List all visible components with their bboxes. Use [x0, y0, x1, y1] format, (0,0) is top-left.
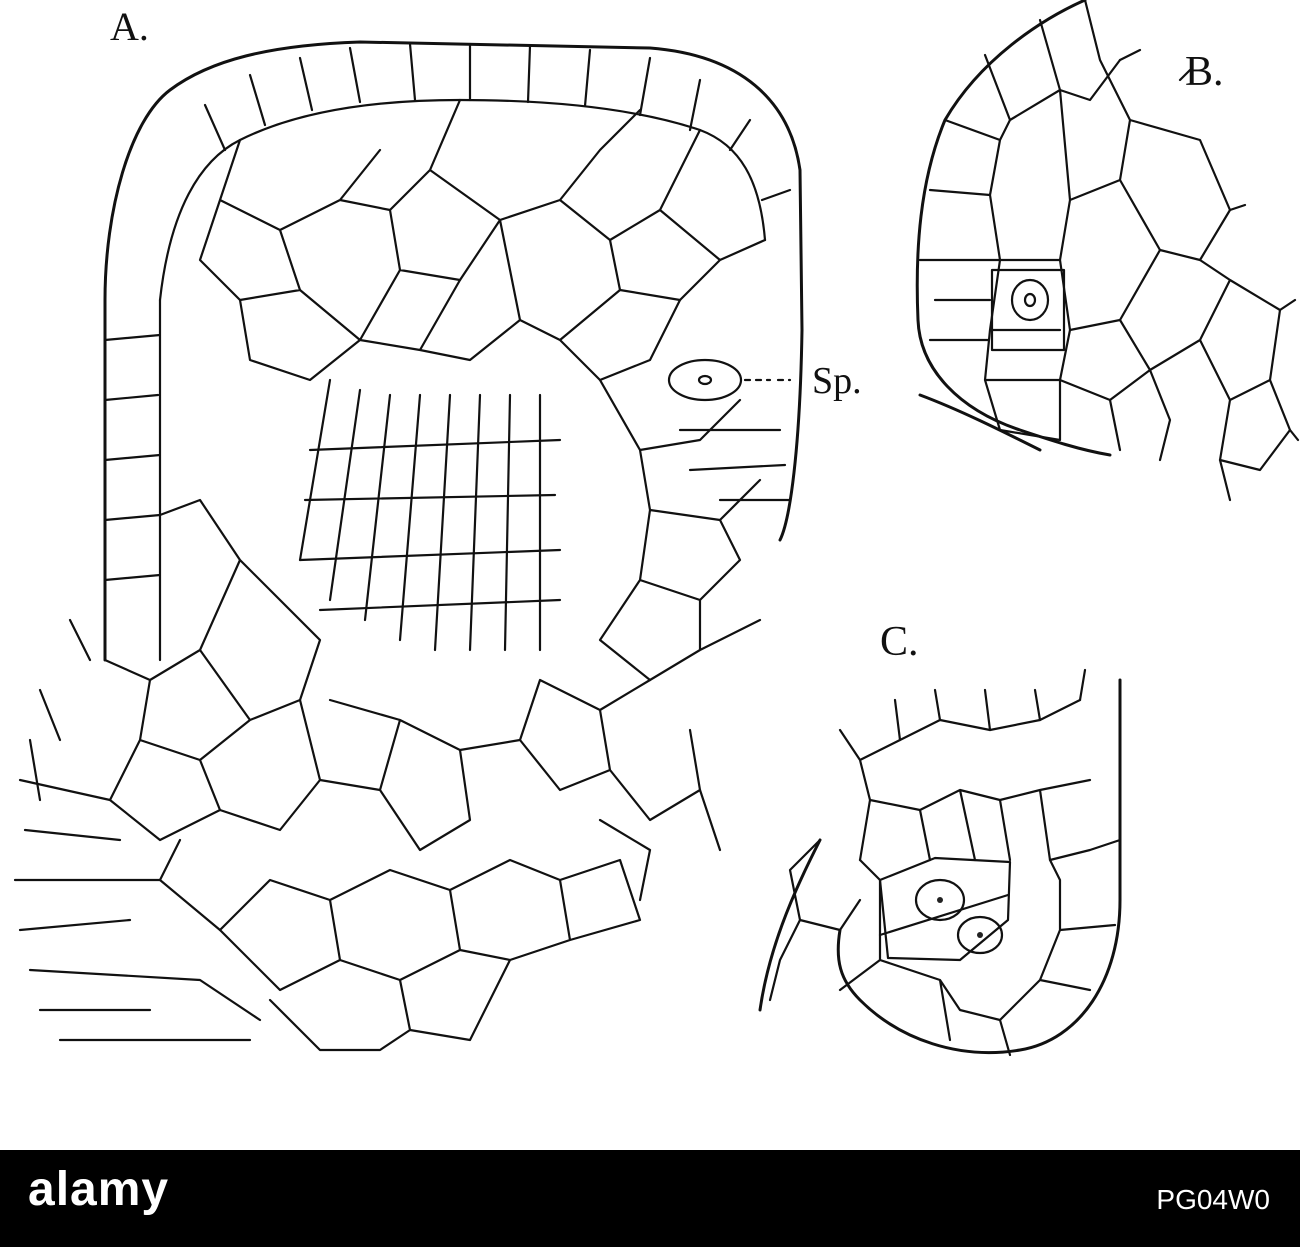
figure-plate: A. B. C. Sp.	[13, 0, 1300, 1057]
cell-diagram: A. B. C. Sp.	[13, 0, 1300, 1057]
image-reference: PG04W0	[1148, 1184, 1270, 1216]
figure-a-cell-section	[13, 40, 804, 1052]
stippled-cell	[990, 268, 1066, 352]
figure-label-sp: Sp.	[812, 360, 862, 402]
figure-label-c: C.	[880, 619, 919, 665]
image-reference-code: PG04W0	[1156, 1184, 1270, 1215]
figure-b-cell-section	[915, 0, 1300, 502]
figure-label-b: B.	[1185, 49, 1224, 95]
stippled-cell-pair	[878, 856, 1012, 962]
brand-logo: alamy	[28, 1163, 170, 1216]
figure-c-cell-section	[758, 668, 1122, 1057]
figure-label-a: A.	[110, 4, 149, 49]
watermark-bar: alamy PG04W0	[0, 1150, 1300, 1247]
